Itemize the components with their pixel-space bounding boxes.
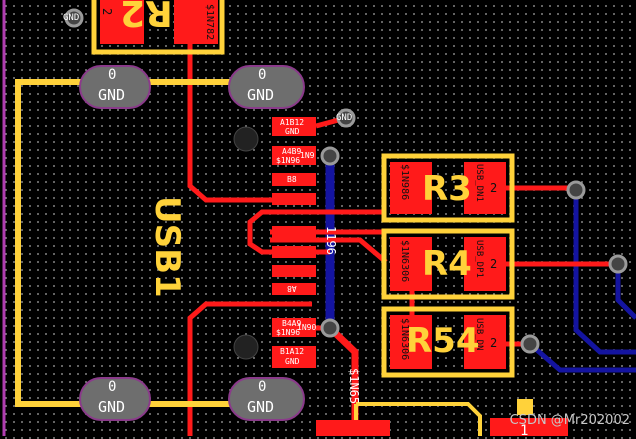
r2-pin-number: 2 [100, 8, 114, 16]
r54-refdes: R54 [406, 321, 480, 361]
usb-pad-b6 [272, 246, 316, 258]
r2-pad-2 [100, 0, 144, 44]
usb-pad-a1b12 [272, 117, 316, 136]
shield-pad-number: 0 [258, 379, 267, 395]
r3-net-label: $1N986 [399, 164, 410, 201]
via-gnd-usb [336, 108, 356, 128]
r3-refdes: R3 [422, 169, 472, 209]
usb-pad-label: $1N96 [276, 328, 301, 337]
usb-pad-label: A8 [287, 284, 297, 293]
via-1n90 [320, 318, 340, 338]
r3-pad-2 [464, 162, 506, 214]
shield-pad-net: GND [247, 86, 275, 104]
shield-pad-number: 0 [108, 379, 117, 395]
r3-pad-1 [390, 162, 432, 214]
r2-net-label: $1N782 [204, 4, 215, 41]
gnd-bus [15, 79, 482, 436]
resistor-r3[interactable] [381, 153, 515, 223]
r4-pad-2 [464, 237, 506, 291]
via-r3 [566, 180, 586, 200]
r54-pad-2 [464, 315, 506, 369]
vias[interactable] [64, 8, 628, 354]
via-net-label: GND [63, 13, 80, 23]
bottom-pad-left[interactable] [316, 420, 390, 436]
usb-pad-label: B1A12 [280, 347, 305, 356]
r4-refdes: R4 [422, 244, 472, 284]
trace-bottom-r54[interactable] [528, 342, 636, 373]
r3-pin-number: 2 [490, 181, 498, 195]
via-net-label: 1N9 [300, 151, 315, 160]
shield-pad-top-right[interactable] [228, 65, 305, 109]
r3-net-label: USB_DN1 [474, 164, 484, 202]
r4-net-label: USB_DP1 [474, 240, 484, 278]
r54-pin-number: 2 [490, 336, 498, 350]
usb-pad-label: GND [285, 127, 300, 136]
trace-dp[interactable] [270, 237, 388, 264]
trace-lower-left[interactable] [187, 301, 312, 436]
usb-pad-a5 [272, 193, 316, 205]
usb-refdes: USB1 [147, 196, 187, 298]
bottom-pad-right[interactable] [490, 418, 568, 436]
shield-pad-net: GND [98, 86, 126, 104]
via-r54 [520, 334, 540, 354]
trace-bottom-r3[interactable] [573, 190, 636, 355]
shield-pad-number: 0 [258, 67, 267, 83]
shield-pad-bottom-right[interactable] [228, 377, 305, 421]
shield-pad-bottom-left[interactable] [79, 377, 151, 421]
usb-pad-label: B8 [287, 175, 297, 184]
via-r4 [608, 254, 628, 274]
r4-pin-number: 2 [490, 257, 498, 271]
via-1n96-top [320, 146, 340, 166]
resistor-r4[interactable] [381, 228, 515, 300]
usb-pad-b1a12 [272, 346, 316, 368]
shield-pad-top-left[interactable] [79, 65, 151, 109]
usb-net-label: 1196 [324, 226, 338, 255]
usb-pad-label: A4B9 [282, 147, 302, 156]
usb-pad-a4b9 [272, 146, 316, 165]
resistor-r2[interactable] [91, 0, 225, 55]
via-gnd-top-left [64, 8, 84, 28]
usb-pad-label: A1B12 [280, 118, 305, 127]
mount-hole-top [233, 126, 259, 152]
trace-bottom-r4[interactable] [615, 264, 636, 320]
mount-hole-bottom [233, 334, 259, 360]
usb-pad-b7 [272, 265, 316, 277]
usb-pad-a8 [272, 283, 316, 295]
usb-signal-pads[interactable] [272, 117, 316, 368]
usb-pad-b4a9 [272, 318, 316, 337]
trace-r2-net[interactable] [187, 0, 316, 203]
usb-shield-pads[interactable] [79, 65, 305, 421]
r2-pad-1 [174, 0, 218, 44]
usb-pad-label: $1N96 [276, 156, 301, 165]
via-net-label: 1N90 [297, 323, 317, 332]
trace-net-label: $1N65 [347, 368, 361, 405]
r4-net-label: $1N6306 [399, 240, 410, 283]
usb-pad-label: B4A9 [282, 319, 302, 328]
r54-pad-1 [390, 315, 432, 369]
resistor-r54[interactable] [381, 306, 515, 378]
pin1-marker [517, 399, 533, 415]
r4-pad-1 [390, 237, 432, 291]
shield-pad-number: 0 [108, 67, 117, 83]
usb-pad-label: GND [285, 357, 300, 366]
r2-refdes: R2 [120, 0, 173, 33]
shield-pad-net: GND [98, 398, 126, 416]
watermark: CSDN @Mr202002 [509, 413, 630, 428]
trace-1n65[interactable] [327, 325, 359, 420]
via-net-label: GND [336, 113, 353, 123]
usb-pad-b8 [272, 173, 316, 186]
bottom-pin-number: 1 [520, 423, 529, 439]
usb-pad-a7 [272, 226, 316, 238]
shield-pad-net: GND [247, 398, 275, 416]
